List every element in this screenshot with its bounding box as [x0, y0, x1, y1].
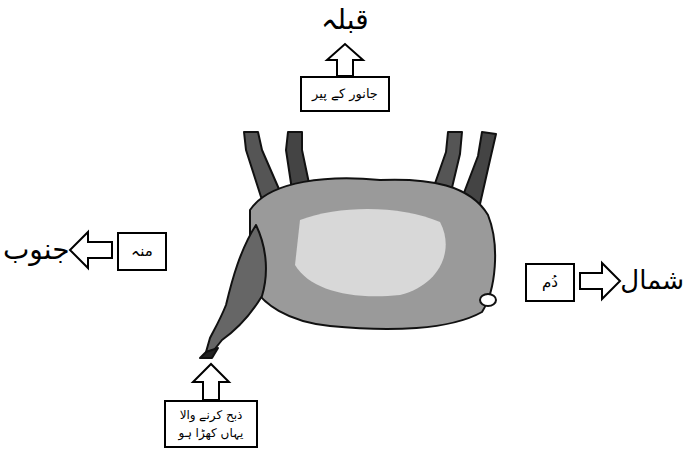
direction-label: شمال	[620, 264, 684, 298]
box-text: جانور کے پیر	[312, 84, 378, 104]
direction-label: جنوب	[3, 232, 70, 268]
direction-box: منہ	[117, 232, 167, 271]
box-text: دُم	[537, 271, 563, 294]
direction-arrow	[70, 44, 620, 400]
direction-box: دُم	[525, 263, 575, 302]
instruction-box: ذبح کرنے والا یہاں کھڑا ہو	[164, 400, 258, 448]
direction-word: شمال	[620, 265, 684, 295]
direction-word: قبلہ	[321, 3, 368, 36]
direction-box: جانور کے پیر	[300, 76, 390, 112]
direction-label: قبلہ	[321, 2, 368, 38]
box-text: ذبح کرنے والا یہاں کھڑا ہو	[170, 406, 252, 442]
animal-drawing	[200, 132, 496, 358]
direction-word: جنوب	[3, 233, 70, 266]
box-text: منہ	[129, 240, 155, 263]
